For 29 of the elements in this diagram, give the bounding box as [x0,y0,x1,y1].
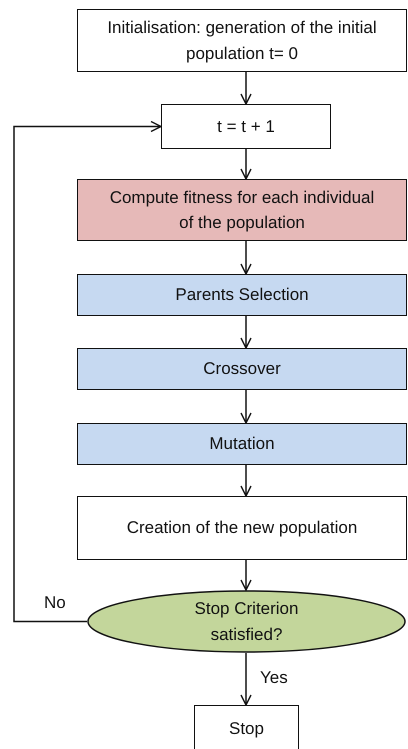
arrow [13,120,162,622]
process-box [77,274,407,316]
arrow [240,241,252,275]
edge-label: Yes [260,669,288,686]
node-text: Initialisation: generation of the initial population t= 0 [106,17,378,64]
node-text: Creation of the new population [126,517,358,540]
node-text: Mutation [209,433,275,456]
process-box [77,496,407,560]
arrow [240,465,252,497]
terminal-box [194,705,299,749]
node-text: Parents Selection [175,284,309,306]
arrow [240,149,252,180]
decision-ellipse [87,590,406,653]
arrow [240,72,252,105]
arrow [240,316,252,349]
arrow [240,653,252,706]
node-text: Stop [229,718,264,740]
node-text: Crossover [203,358,281,380]
arrow [240,560,252,591]
node-text: Stop Criterion satisfied? [194,598,300,646]
process-box [77,9,407,72]
node-text: Compute fitness for each individual of the population [108,186,376,234]
arrow [240,390,252,424]
process-box [77,348,407,390]
edge-label: No [44,594,66,610]
process-box [161,104,331,149]
process-box [77,423,407,465]
process-box [77,179,407,241]
node-text: t = t + 1 [217,116,275,138]
